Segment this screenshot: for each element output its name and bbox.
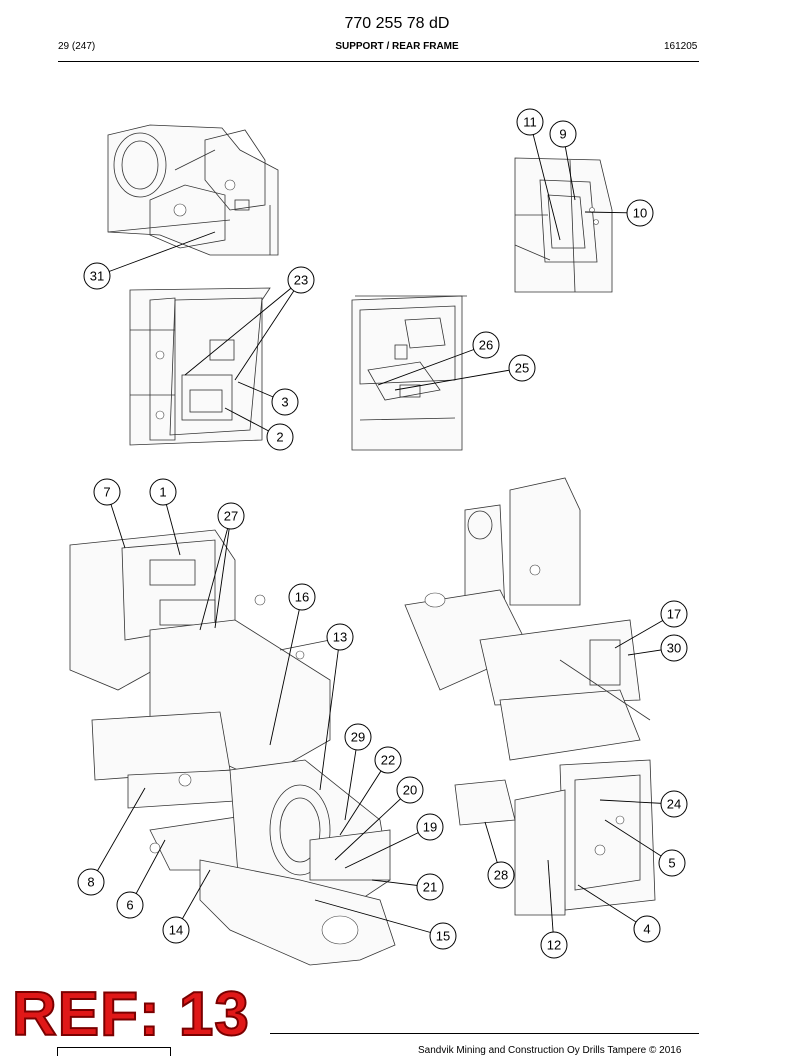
page-number: 29 (247)	[58, 41, 96, 52]
svg-text:29: 29	[351, 730, 365, 745]
main-assembly-right	[404, 477, 656, 916]
date-code: 161205	[664, 41, 698, 52]
callout-10: 10	[626, 199, 654, 227]
callout-2: 2	[266, 423, 294, 451]
header-rule	[58, 61, 699, 62]
svg-text:17: 17	[667, 607, 681, 622]
svg-text:21: 21	[423, 880, 437, 895]
callout-12: 12	[540, 931, 568, 959]
svg-text:4: 4	[643, 922, 650, 937]
callout-16: 16	[288, 583, 316, 611]
svg-text:19: 19	[423, 820, 437, 835]
main-assembly-left	[69, 529, 396, 966]
svg-text:5: 5	[668, 856, 675, 871]
callout-26: 26	[472, 331, 500, 359]
svg-text:12: 12	[547, 938, 561, 953]
callout-23: 23	[287, 266, 315, 294]
svg-text:25: 25	[515, 361, 529, 376]
svg-text:15: 15	[436, 929, 450, 944]
document-number: 770 255 78 dD	[344, 15, 450, 32]
svg-text:3: 3	[281, 395, 288, 410]
callout-8: 8	[77, 868, 105, 896]
svg-text:7: 7	[103, 485, 110, 500]
svg-text:2: 2	[276, 430, 283, 445]
detail-view-top-left	[107, 124, 279, 256]
callout-28: 28	[487, 861, 515, 889]
svg-text:11: 11	[523, 115, 537, 130]
callout-21: 21	[416, 873, 444, 901]
callout-19: 19	[416, 813, 444, 841]
callout-1: 1	[149, 478, 177, 506]
svg-text:6: 6	[126, 898, 133, 913]
callout-5: 5	[658, 849, 686, 877]
callout-7: 7	[93, 478, 121, 506]
svg-text:24: 24	[667, 797, 681, 812]
footer-rule	[270, 1033, 699, 1034]
callout-11: 11	[516, 108, 544, 136]
svg-text:16: 16	[295, 590, 309, 605]
callout-4: 4	[633, 915, 661, 943]
svg-text:22: 22	[381, 753, 395, 768]
svg-text:28: 28	[494, 868, 508, 883]
callout-14: 14	[162, 916, 190, 944]
svg-text:23: 23	[294, 273, 308, 288]
callout-13: 13	[326, 623, 354, 651]
svg-text:30: 30	[667, 641, 681, 656]
svg-text:20: 20	[403, 783, 417, 798]
svg-text:1: 1	[159, 485, 166, 500]
callout-17: 17	[660, 600, 688, 628]
svg-text:8: 8	[87, 875, 94, 890]
detail-view-top-right	[514, 157, 613, 293]
brand-logo	[57, 1047, 171, 1056]
callout-3: 3	[271, 388, 299, 416]
detail-view-middle-center	[351, 295, 467, 451]
callout-20: 20	[396, 776, 424, 804]
svg-text:9: 9	[559, 127, 566, 142]
svg-text:14: 14	[169, 923, 183, 938]
callout-6: 6	[116, 891, 144, 919]
callout-24: 24	[660, 790, 688, 818]
svg-text:13: 13	[333, 630, 347, 645]
callout-22: 22	[374, 746, 402, 774]
callout-25: 25	[508, 354, 536, 382]
callout-9: 9	[549, 120, 577, 148]
svg-text:26: 26	[479, 338, 493, 353]
copyright-text: Sandvik Mining and Construction Oy Drill…	[418, 1045, 682, 1056]
ref-stamp: REF: 13	[11, 980, 250, 1049]
detail-view-middle-left	[129, 287, 271, 446]
svg-text:10: 10	[633, 206, 647, 221]
page-title: SUPPORT / REAR FRAME	[335, 41, 459, 52]
svg-text:27: 27	[224, 509, 238, 524]
callout-15: 15	[429, 922, 457, 950]
callout-27: 27	[217, 502, 245, 530]
callout-29: 29	[344, 723, 372, 751]
svg-text:31: 31	[90, 269, 104, 284]
callout-31: 31	[83, 262, 111, 290]
callout-30: 30	[660, 634, 688, 662]
